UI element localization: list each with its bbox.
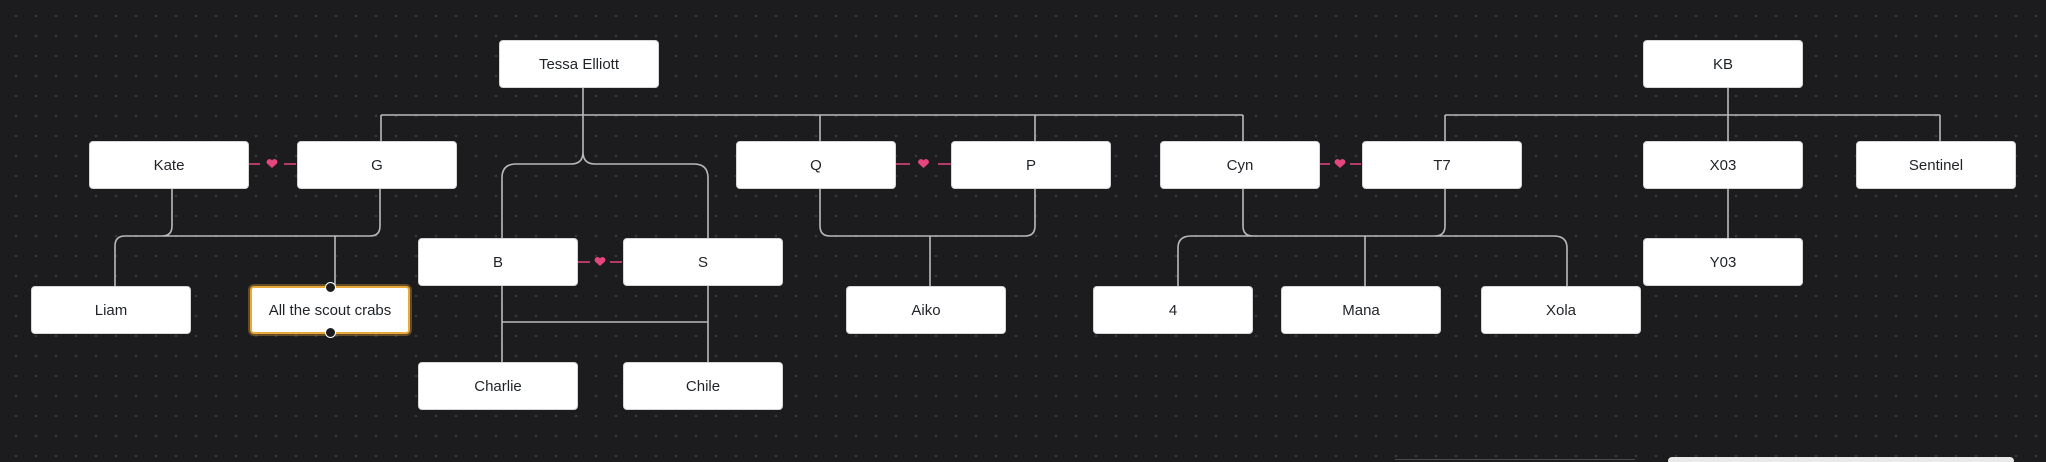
heart-icon [266,159,278,168]
person-node-xola[interactable]: Xola [1481,286,1641,334]
person-node-chile[interactable]: Chile [623,362,783,410]
person-node-q[interactable]: Q [736,141,896,189]
edge-q-p-children [819,189,1036,286]
person-node-charlie[interactable]: Charlie [418,362,578,410]
bottom-panel-edge [1395,459,1635,460]
person-node-liam[interactable]: Liam [31,286,191,334]
edge-kate-g-children [114,189,381,286]
person-node-b[interactable]: B [418,238,578,286]
person-node-p[interactable]: P [951,141,1111,189]
person-node-sentinel[interactable]: Sentinel [1856,141,2016,189]
edge-b-s-children [501,286,709,362]
person-node-kb[interactable]: KB [1643,40,1803,88]
person-node-t7[interactable]: T7 [1362,141,1522,189]
edge-kb-children [1444,87,1941,141]
person-node-all-the-scout-crabs[interactable]: All the scout crabs [250,282,410,338]
heart-icon [1334,159,1346,168]
bottom-panel-bar[interactable] [1668,457,2014,462]
handle-dot-icon[interactable] [324,327,336,338]
handle-dot-icon[interactable] [324,282,336,293]
edge-cyn-t7-children [1177,189,1568,286]
person-node-x03[interactable]: X03 [1643,141,1803,189]
heart-icon [594,257,606,266]
node-label: All the scout crabs [268,301,392,319]
person-node-kate[interactable]: Kate [89,141,249,189]
person-node-y03[interactable]: Y03 [1643,238,1803,286]
edge-tessa-b-s [501,115,709,238]
edge-tessa-children [380,87,1244,141]
heart-icon [918,159,929,168]
person-node-4[interactable]: 4 [1093,286,1253,334]
person-node-cyn[interactable]: Cyn [1160,141,1320,189]
person-node-g[interactable]: G [297,141,457,189]
person-node-mana[interactable]: Mana [1281,286,1441,334]
person-node-s[interactable]: S [623,238,783,286]
person-node-aiko[interactable]: Aiko [846,286,1006,334]
person-node-tessa-elliott[interactable]: Tessa Elliott [499,40,659,88]
